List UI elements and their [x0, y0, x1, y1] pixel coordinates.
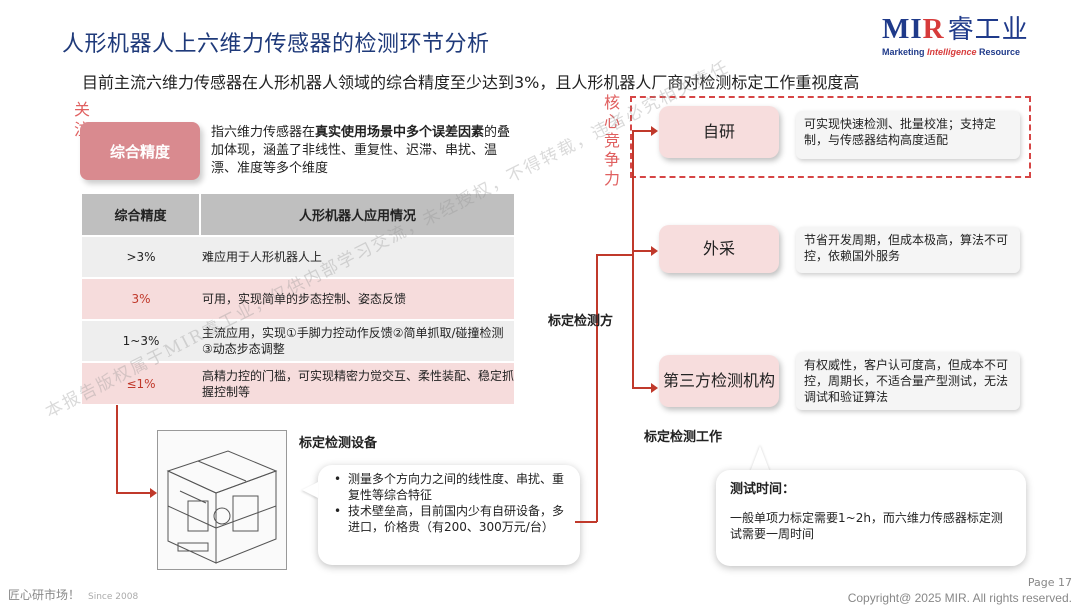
list-item: 测量多个方向力之间的线性度、串扰、重复性等综合特征 — [332, 471, 570, 503]
calibration-party-label: 标定检测方 — [548, 314, 614, 329]
test-time-text: 一般单项力标定需要1~2h，而六维力传感器标定测试需要一周时间 — [730, 511, 1003, 541]
connector-line — [116, 405, 118, 493]
method-outsourced: 外采 — [659, 225, 779, 273]
precision-description: 指六维力传感器在真实使用场景中多个误差因素的叠加体现，涵盖了非线性、重复性、迟滞… — [211, 125, 511, 176]
page-subtitle: 目前主流六维力传感器在人形机器人领域的综合精度至少达到3%，且人形机器人厂商对检… — [82, 73, 860, 92]
list-item: 技术壁垒高，目前国内少有自研设备，多进口，价格贵（有200、300万元/台） — [332, 503, 570, 535]
table-row: ≤1% 高精力控的门槛，可实现精密力觉交互、柔性装配、稳定抓握控制等 — [82, 361, 514, 404]
copyright: Copyright@ 2025 MIR. All rights reserved… — [847, 591, 1072, 605]
calibration-work-label: 标定检测工作 — [644, 430, 723, 445]
accuracy-table: 综合精度 人形机器人应用情况 >3% 难应用于人形机器人上 3% 可用，实现简单… — [82, 194, 514, 404]
connector-line — [632, 130, 654, 132]
test-time-title: 测试时间： — [730, 482, 796, 497]
connector-line — [596, 254, 598, 522]
table-row: >3% 难应用于人形机器人上 — [82, 235, 514, 278]
connector-line — [632, 130, 634, 388]
table-header: 人形机器人应用情况 — [200, 194, 514, 236]
connector-line — [116, 492, 154, 494]
arrow-head-icon — [651, 126, 658, 136]
method-third-party: 第三方检测机构 — [659, 355, 779, 407]
table-row: 1~3% 主流应用，实现①手脚力控动作反馈②简单抓取/碰撞检测③动态步态调整 — [82, 319, 514, 362]
footer-slogan: 匠心研市场！Since 2008 — [8, 588, 139, 602]
precision-box: 综合精度 — [80, 122, 200, 180]
method-third-party-desc: 有权威性，客户认可度高，但成本不可控，周期长，不适合量产型测试，无法调试和验证算… — [796, 352, 1020, 410]
connector-line — [632, 250, 654, 252]
connector-line — [632, 387, 654, 389]
test-time-bubble: 测试时间： 一般单项力标定需要1~2h，而六维力传感器标定测试需要一周时间 — [716, 470, 1026, 566]
core-competence-highlight — [630, 96, 1031, 178]
connector-line — [596, 254, 632, 256]
page-title: 人形机器人上六维力传感器的检测环节分析 — [62, 32, 490, 57]
arrow-head-icon — [651, 246, 658, 256]
method-in-house-desc: 可实现快速检测、批量校准；支持定制，与传感器结构高度适配 — [796, 111, 1020, 159]
arrow-head-icon — [150, 488, 157, 498]
device-label: 标定检测设备 — [299, 436, 378, 451]
connector-line — [575, 521, 597, 523]
bubble-pointer-icon — [750, 446, 770, 472]
bubble-pointer-icon — [302, 482, 318, 498]
page-number: Page 17 — [1027, 576, 1072, 589]
arrow-head-icon — [651, 383, 658, 393]
method-outsourced-desc: 节省开发周期，但成本极高，算法不可控，依赖国外服务 — [796, 227, 1020, 273]
calibration-device-image — [157, 430, 287, 570]
table-row: 3% 可用，实现简单的步态控制、姿态反馈 — [82, 277, 514, 320]
device-bubble: 测量多个方向力之间的线性度、串扰、重复性等综合特征 技术壁垒高，目前国内少有自研… — [318, 465, 580, 565]
table-header: 综合精度 — [82, 194, 201, 236]
core-competence-label: 核心竞争力 — [604, 93, 621, 188]
method-in-house: 自研 — [659, 106, 779, 158]
